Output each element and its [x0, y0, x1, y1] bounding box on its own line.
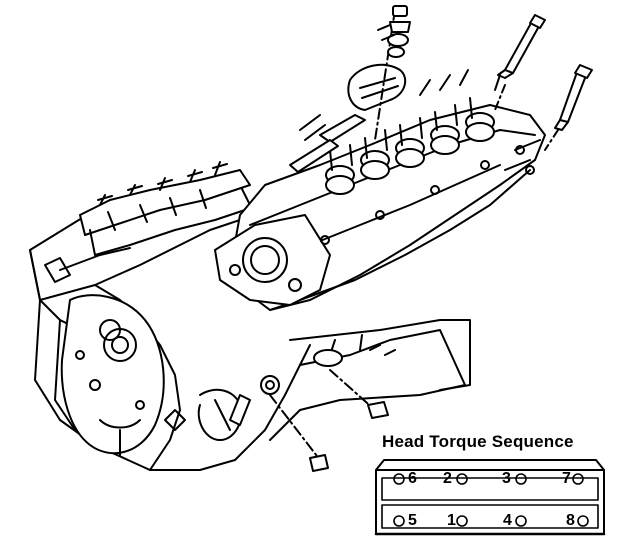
bolt-number-6: 6 [408, 470, 417, 487]
head-bolts [494, 14, 593, 151]
bolt-number-5: 5 [408, 512, 417, 529]
bolt-number-8: 8 [566, 512, 575, 529]
exploded-parts [374, 5, 411, 141]
engine-block [29, 161, 471, 471]
torque-sequence-caption: Head Torque Sequence [382, 432, 574, 451]
bolt-number-1: 1 [447, 512, 456, 529]
valve-springs [325, 97, 495, 195]
lower-bolts [229, 369, 389, 472]
bolt-number-2: 2 [443, 470, 452, 487]
cylinder-head [214, 63, 546, 311]
bolt-number-4: 4 [503, 512, 512, 529]
bolt-number-3: 3 [502, 470, 511, 487]
bolt-number-7: 7 [562, 470, 571, 487]
